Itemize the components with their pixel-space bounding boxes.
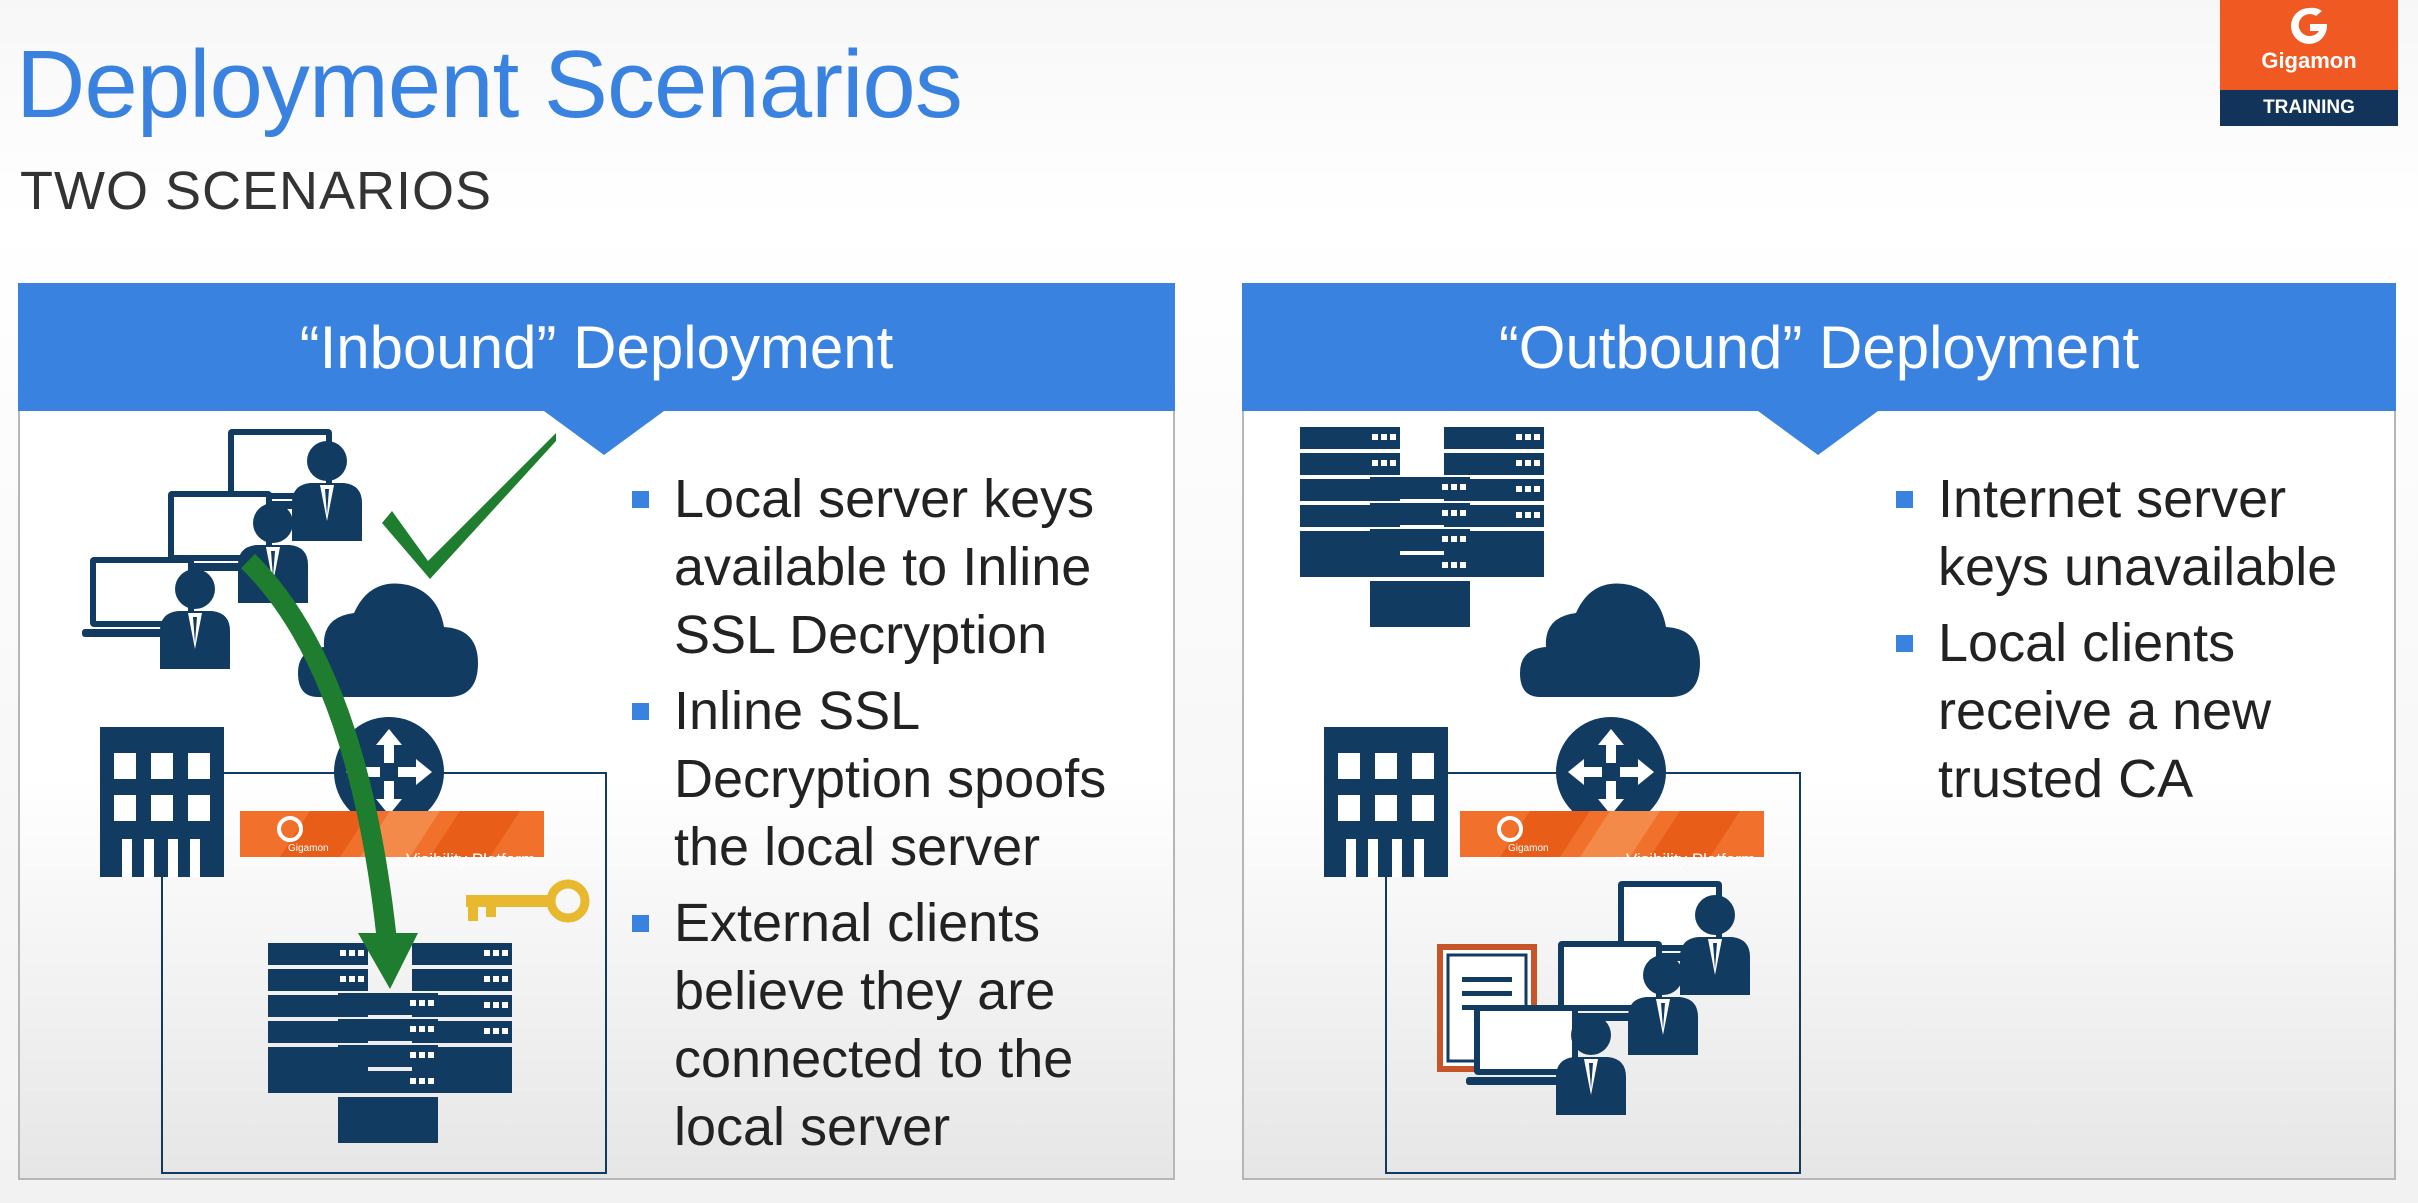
bullet-marker-icon — [1896, 491, 1913, 508]
server-rack-icon — [412, 943, 512, 1093]
cloud-icon — [1520, 584, 1700, 697]
bullet-text: Inline SSL Decryption spoofs the local s… — [674, 681, 1106, 877]
inbound-heading: “Inbound” Deployment — [18, 283, 1175, 411]
bullet-text: Local server keys available to Inline SS… — [674, 469, 1094, 665]
inbound-panel: “Inbound” Deployment Gigamon Visibility … — [18, 283, 1175, 1180]
bullet-item: Local server keys available to Inline SS… — [630, 465, 1170, 669]
inbound-bullet-list: Local server keys available to Inline SS… — [630, 465, 1170, 1169]
bullet-marker-icon — [632, 915, 649, 932]
key-icon — [466, 884, 585, 921]
slide-subtitle: TWO SCENARIOS — [20, 160, 492, 222]
bullet-item: Inline SSL Decryption spoofs the local s… — [630, 677, 1170, 881]
bullet-item: Internet server keys unavailable — [1894, 465, 2384, 601]
platform-brand: Gigamon — [288, 843, 329, 854]
inbound-diagram: Gigamon Visibility Platform — [20, 411, 620, 1181]
bullet-marker-icon — [1896, 635, 1913, 652]
platform-brand: Gigamon — [1508, 843, 1549, 854]
platform-label: Visibility Platform — [1626, 850, 1755, 869]
outbound-panel: “Outbound” Deployment Gigamon Visibility… — [1242, 283, 2396, 1180]
gigamon-logo-icon — [2284, 4, 2334, 48]
bullet-marker-icon — [632, 491, 649, 508]
bullet-text: Internet server keys unavailable — [1938, 469, 2337, 597]
platform-label: Visibility Platform — [406, 850, 535, 869]
bullet-item: Local clients receive a new trusted CA — [1894, 609, 2384, 813]
server-rack-icon — [1300, 427, 1400, 577]
bullet-item: External clients believe they are connec… — [630, 889, 1170, 1161]
outbound-heading: “Outbound” Deployment — [1242, 283, 2396, 411]
checkmark-icon — [382, 433, 556, 579]
logo-brand: Gigamon — [2220, 48, 2398, 74]
bullet-text: Local clients receive a new trusted CA — [1938, 613, 2271, 809]
outbound-diagram: Gigamon Visibility Platform — [1244, 411, 1844, 1181]
router-icon — [1556, 717, 1666, 827]
server-rack-icon — [1444, 427, 1544, 577]
bullet-marker-icon — [632, 703, 649, 720]
bullet-text: External clients believe they are connec… — [674, 893, 1073, 1157]
building-icon — [100, 727, 224, 877]
building-icon — [1324, 727, 1448, 877]
server-rack-icon — [268, 943, 368, 1093]
slide-title: Deployment Scenarios — [16, 30, 962, 140]
outbound-bullet-list: Internet server keys unavailable Local c… — [1894, 465, 2384, 821]
gigamon-training-logo: Gigamon TRAINING — [2220, 0, 2398, 126]
logo-tagline: TRAINING — [2220, 90, 2398, 126]
